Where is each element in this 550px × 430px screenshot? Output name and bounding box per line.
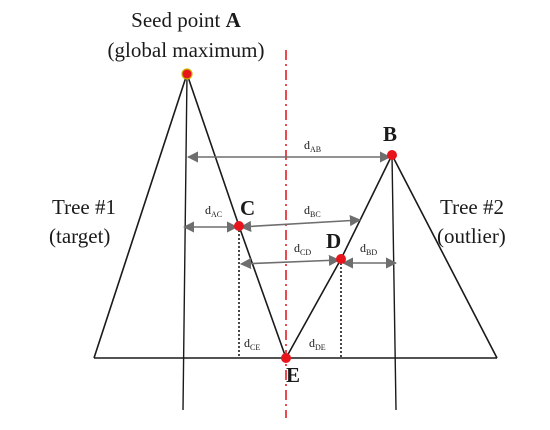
point-a — [181, 68, 193, 80]
distance-ce-label: dCE — [244, 336, 261, 352]
point-b — [387, 150, 397, 160]
tree1-role-label: (target) — [49, 224, 111, 248]
tree2-name-label: Tree #2 — [440, 195, 504, 219]
tree1-stem — [182, 73, 188, 411]
tree1-name-label: Tree #1 — [52, 195, 116, 219]
point-d-label: D — [326, 229, 342, 253]
global-maximum-label: (global maximum) — [107, 38, 265, 62]
point-b-label: B — [383, 122, 398, 146]
point-e-label: E — [286, 363, 301, 387]
arrow-d-cd — [239, 254, 341, 270]
distance-bc-label: dBC — [304, 203, 321, 219]
point-e — [281, 353, 291, 363]
point-c-label: C — [240, 196, 256, 220]
tree2-right-edge — [391, 154, 498, 359]
tree2-stem — [391, 154, 397, 411]
seed-point-prefix: Seed point — [131, 8, 226, 32]
distance-bd-label: dBD — [360, 241, 378, 257]
arrow-d-bc — [239, 215, 362, 232]
seed-point-label: Seed point A — [66, 10, 306, 31]
tree1-left-edge — [93, 73, 188, 359]
distance-de-label: dDE — [309, 336, 326, 352]
seed-point-letter: A — [225, 8, 241, 32]
point-d — [336, 254, 346, 264]
tree2-role-label: (outlier) — [437, 224, 506, 248]
distance-ab-label: dAB — [304, 138, 322, 154]
point-c — [234, 221, 244, 231]
distance-ac-label: dAC — [205, 203, 223, 219]
distance-cd-label: dCD — [294, 241, 312, 257]
tree1-profile-to-e — [186, 73, 287, 359]
